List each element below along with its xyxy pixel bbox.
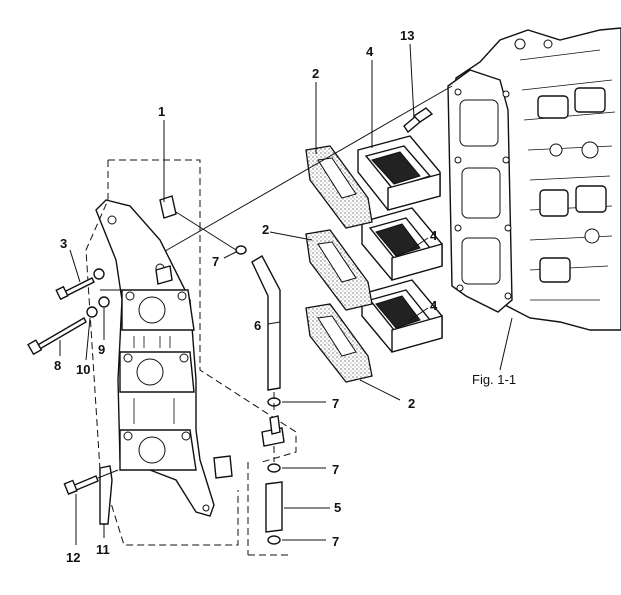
- hose-5: [265, 481, 283, 533]
- callout-10: 10: [76, 362, 90, 377]
- gasket-middle: [305, 229, 373, 311]
- reed-valve-lower: [361, 279, 443, 353]
- clip-7-c: [267, 535, 281, 545]
- callout-7-a: 7: [332, 396, 339, 411]
- callout-2-lower: 2: [408, 396, 415, 411]
- intake-manifold: [95, 195, 233, 517]
- clip-7-b: [267, 463, 281, 473]
- callout-13: 13: [400, 28, 414, 43]
- screw-13: [403, 107, 434, 134]
- bolt-3: [55, 277, 95, 301]
- callout-7-b: 7: [332, 462, 339, 477]
- bolt-8: [27, 317, 87, 356]
- clip-7-top: [235, 245, 247, 255]
- washer-10: [86, 306, 98, 318]
- washer-3: [93, 268, 105, 280]
- washer-9: [98, 296, 110, 308]
- callout-4-upper: 4: [366, 44, 374, 59]
- bracket-11: [99, 465, 113, 525]
- callout-2-upper: 2: [312, 66, 319, 81]
- callout-3: 3: [60, 236, 67, 251]
- figure-label: Fig. 1-1: [472, 372, 516, 387]
- callout-11: 11: [96, 542, 110, 557]
- callouts: 1 2 2 2 3 4 4 4 5 6 7 7 7 7 8 9 10 11 12…: [54, 28, 516, 565]
- callout-7-top: 7: [212, 254, 219, 269]
- callout-2-middle: 2: [262, 222, 269, 237]
- gasket-lower: [305, 303, 373, 383]
- leader-lines: [59, 43, 513, 545]
- engine-block: [447, 27, 621, 331]
- callout-5: 5: [334, 500, 341, 515]
- t-joint: [261, 415, 285, 447]
- callout-9: 9: [98, 342, 105, 357]
- callout-4-middle: 4: [430, 228, 438, 243]
- callout-4-lower: 4: [430, 298, 438, 313]
- callout-7-c: 7: [332, 534, 339, 549]
- hose-6: [251, 255, 281, 391]
- bolt-12: [63, 475, 99, 495]
- callout-12: 12: [66, 550, 80, 565]
- callout-6: 6: [254, 318, 261, 333]
- reed-valve-upper: [357, 135, 441, 211]
- reed-valve-middle: [361, 207, 443, 281]
- callout-1: 1: [158, 104, 165, 119]
- callout-8: 8: [54, 358, 61, 373]
- gasket-upper: [305, 145, 373, 229]
